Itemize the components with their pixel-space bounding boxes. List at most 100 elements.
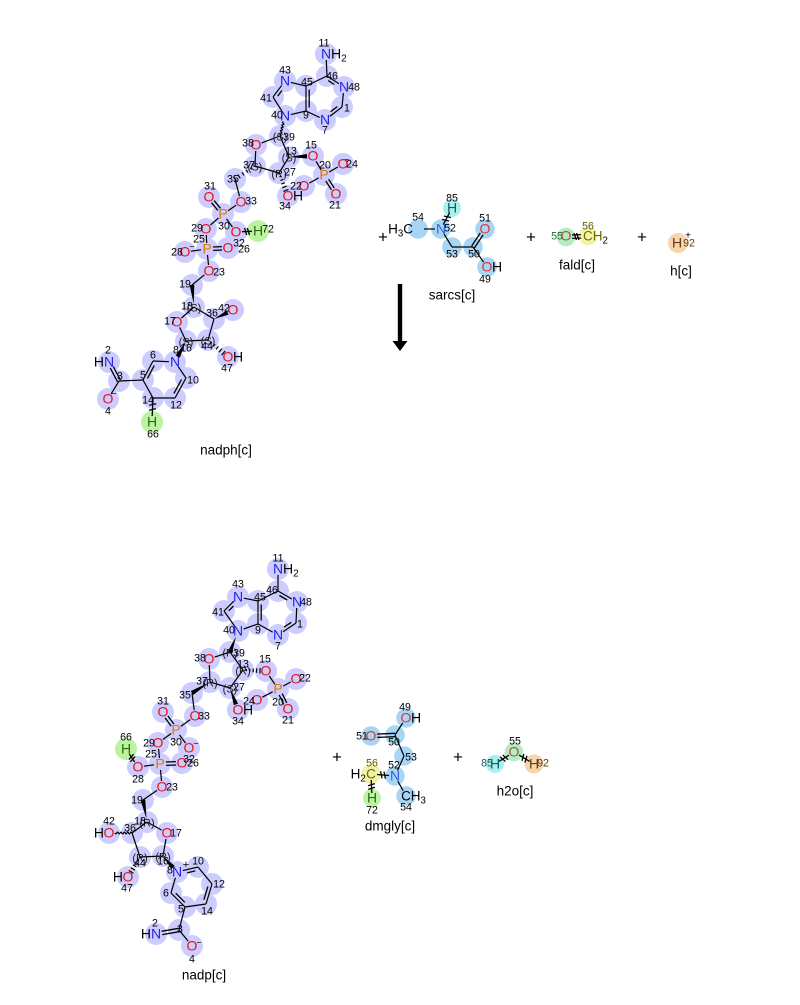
svg-text:11: 11 [319,38,330,50]
svg-text:37: 37 [243,160,255,172]
svg-text:45: 45 [254,592,266,604]
svg-text:20: 20 [319,160,331,172]
svg-text:48: 48 [300,597,312,609]
svg-text:dmgly[c]: dmgly[c] [365,819,415,834]
svg-text:53: 53 [405,752,417,764]
svg-text:H: H [492,259,502,275]
svg-text:44: 44 [201,341,213,353]
svg-text:38: 38 [194,653,206,665]
svg-text:H: H [233,349,243,365]
svg-text:nadp[c]: nadp[c] [182,968,226,983]
svg-text:+: + [453,748,463,767]
svg-text:36: 36 [124,823,136,835]
svg-text:46: 46 [326,71,338,83]
svg-text:48: 48 [348,82,360,94]
svg-text:15: 15 [305,140,317,152]
svg-text:43: 43 [279,65,291,77]
svg-text:4: 4 [189,954,195,966]
svg-text:16: 16 [180,343,192,355]
svg-text:+: + [378,228,388,247]
svg-text:H: H [411,710,421,726]
svg-text:+: + [332,748,342,767]
svg-text:37: 37 [196,676,208,688]
svg-text:17: 17 [170,828,182,840]
svg-text:50: 50 [388,737,400,749]
svg-text:50: 50 [468,249,480,261]
svg-text:−: − [196,938,201,948]
svg-text:52: 52 [388,760,400,772]
svg-text:51: 51 [356,731,368,743]
svg-text:31: 31 [204,181,216,193]
svg-text:66: 66 [120,732,132,744]
svg-text:9: 9 [303,110,309,122]
svg-text:28: 28 [171,247,183,259]
svg-text:46: 46 [266,585,278,597]
svg-text:13: 13 [285,146,297,158]
svg-text:9: 9 [255,625,261,637]
svg-text:H: H [94,354,104,370]
svg-text:51: 51 [479,213,491,225]
svg-text:10: 10 [187,375,199,387]
svg-text:72: 72 [366,805,378,817]
svg-text:85: 85 [481,758,493,770]
svg-text:5: 5 [140,370,146,382]
svg-text:66: 66 [147,429,159,441]
svg-text:42: 42 [218,303,230,315]
svg-text:41: 41 [260,93,272,105]
svg-text:34: 34 [279,201,291,213]
svg-text:33: 33 [198,711,210,723]
svg-text:54: 54 [412,212,424,224]
svg-text:40: 40 [271,110,283,122]
svg-text:12: 12 [170,400,182,412]
svg-text:26: 26 [238,244,250,256]
svg-text:15: 15 [259,654,271,666]
svg-text:41: 41 [212,607,224,619]
svg-text:13: 13 [237,659,249,671]
svg-text:17: 17 [164,316,176,328]
svg-text:34: 34 [232,716,244,728]
svg-text:40: 40 [223,625,235,637]
svg-text:27: 27 [284,167,296,179]
svg-text:N: N [172,864,182,880]
svg-text:3: 3 [117,371,123,383]
svg-text:21: 21 [329,200,341,212]
svg-text:35: 35 [227,174,239,186]
svg-text:−: − [193,739,198,749]
svg-text:30: 30 [170,737,182,749]
svg-text:8: 8 [173,345,179,357]
svg-text:31: 31 [157,696,169,708]
svg-text:23: 23 [213,267,225,279]
svg-text:N: N [233,589,243,605]
svg-text:7: 7 [322,125,328,137]
svg-text:55: 55 [551,231,563,243]
svg-text:11: 11 [273,553,284,565]
svg-text:23: 23 [166,782,178,794]
svg-text:−: − [111,389,116,399]
svg-text:19: 19 [131,795,143,807]
svg-text:53: 53 [446,249,458,261]
svg-text:49: 49 [479,274,491,286]
svg-text:P: P [273,681,282,697]
svg-text:28: 28 [132,774,144,786]
svg-text:3: 3 [177,924,183,936]
svg-text:h2o[c]: h2o[c] [497,784,534,799]
svg-text:92: 92 [537,758,549,770]
svg-text:47: 47 [221,363,233,375]
svg-text:h[c]: h[c] [670,264,692,279]
svg-text:35: 35 [179,690,191,702]
svg-text:27: 27 [233,682,245,694]
svg-text:25: 25 [145,749,157,761]
svg-text:39: 39 [283,132,295,144]
svg-text:43: 43 [232,579,244,591]
svg-text:6: 6 [163,888,169,900]
svg-text:22: 22 [299,673,311,685]
svg-text:12: 12 [213,879,225,891]
svg-text:1: 1 [297,619,303,631]
svg-text:H: H [672,235,682,251]
svg-text:38: 38 [242,138,254,150]
svg-text:10: 10 [192,856,204,868]
svg-text:24: 24 [346,159,358,171]
svg-text:P: P [218,206,227,222]
svg-text:30: 30 [218,221,230,233]
svg-text:fald[c]: fald[c] [559,258,595,273]
